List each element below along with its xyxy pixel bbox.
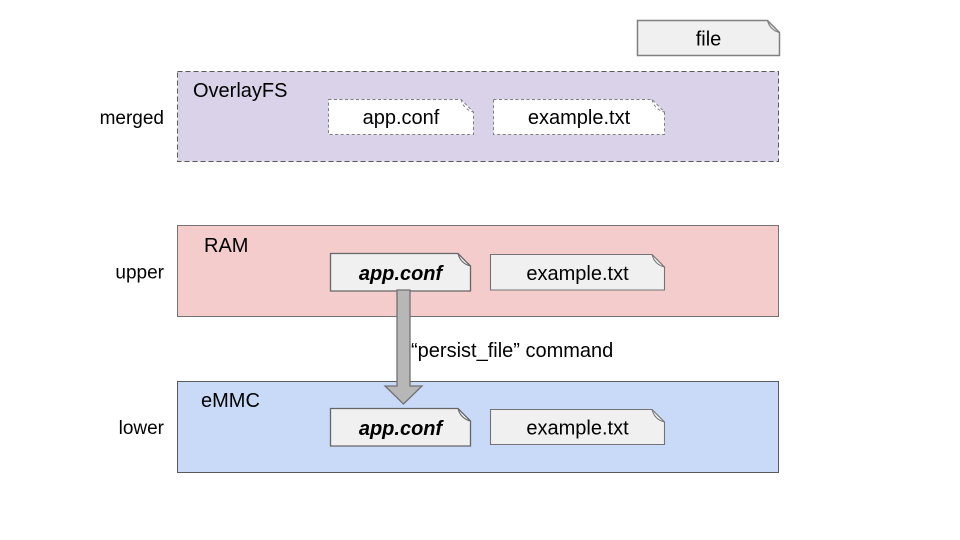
persist-arrow-icon [383, 289, 424, 405]
upper-file-exampletxt-label: example.txt [526, 263, 629, 285]
lower-box [177, 381, 779, 473]
upper-title: RAM [204, 235, 248, 257]
legend-file: file [636, 19, 781, 57]
upper-file-appconf-shape [329, 252, 472, 292]
merged-file-exampletxt-shape [493, 99, 665, 135]
legend-file-label: file [696, 29, 722, 51]
upper-file-appconf-fold-icon [457, 253, 471, 267]
upper-file-exampletxt-shape [489, 253, 666, 291]
merged-title: OverlayFS [193, 80, 287, 102]
upper-box [177, 225, 779, 317]
lower-file-appconf-shape [329, 407, 472, 447]
merged-file-exampletxt-label: example.txt [528, 107, 631, 129]
merged-file-appconf-label: app.conf [363, 107, 440, 129]
lower-file-appconf-fold-icon [457, 408, 471, 422]
row-label-upper: upper [115, 263, 164, 284]
merged-box [177, 71, 779, 162]
merged-file-appconf-shape [328, 99, 474, 135]
upper-file-exampletxt-fold-icon [651, 254, 665, 268]
legend-file-shape [636, 19, 781, 57]
merged-file-exampletxt-fold-icon [651, 99, 665, 113]
upper-file-appconf-label: app.conf [359, 263, 445, 285]
lower-file-exampletxt-label: example.txt [526, 418, 629, 440]
layer-merged: OverlayFS merged app.conf example.txt [100, 71, 779, 162]
persist-arrow-group: “persist_file” command [383, 289, 613, 405]
lower-title: eMMC [201, 390, 260, 412]
merged-file-appconf-fold-icon [460, 99, 474, 113]
legend-file-fold-icon [766, 20, 780, 34]
lower-file-exampletxt-shape [489, 408, 666, 446]
persist-command-label: “persist_file” command [411, 340, 613, 362]
row-label-lower: lower [119, 418, 165, 439]
layer-lower: eMMC lower app.conf example.txt [119, 381, 779, 473]
row-label-merged: merged [100, 108, 164, 129]
lower-file-exampletxt-fold-icon [651, 409, 665, 423]
lower-file-appconf-label: app.conf [359, 418, 445, 440]
layer-upper: RAM upper app.conf example.txt [115, 225, 779, 317]
